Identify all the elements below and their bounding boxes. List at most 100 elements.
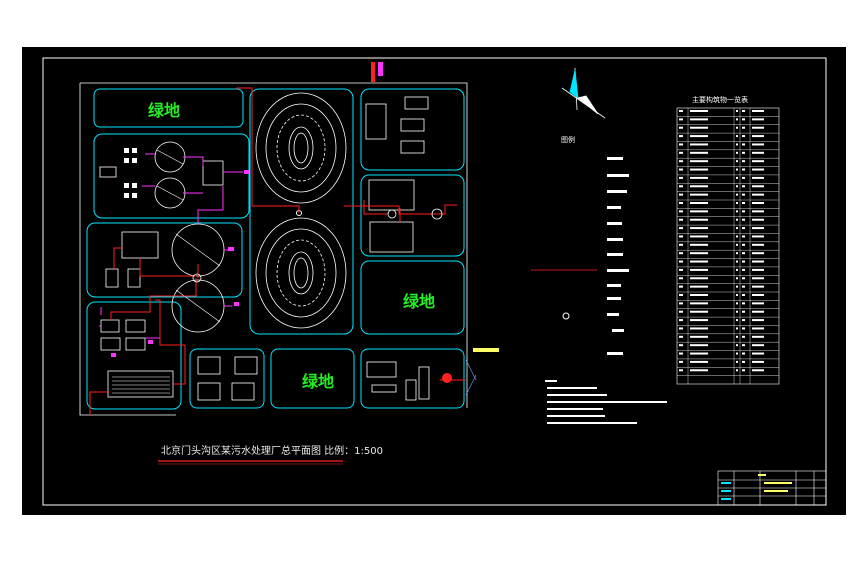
green-area-bottom [270,348,355,409]
table-cell-text-mark [736,235,738,238]
table-cell-text-mark [752,235,764,238]
green-area-label-2: 绿地 [403,292,435,311]
valve-well-2 [387,209,397,219]
drawing-title: 北京门头沟区某污水处理厂总平面图 比例：1:500 [161,444,383,457]
table-cell-text-mark [736,360,738,363]
table-cell-text-mark [736,193,738,196]
table-cell-text-mark [690,202,708,204]
table-cell-text-mark [742,160,745,163]
table-cell-text-mark [690,235,708,238]
table-cell-text-mark [679,294,683,296]
table-cell-text-mark [679,126,683,129]
site-boundary [79,82,468,416]
table-cell-text-mark [752,344,764,347]
zone-blower [360,174,465,257]
table-cell-text-mark [679,252,683,255]
table-cell-text-mark [736,319,738,322]
table-cell-text-mark [742,252,745,255]
table-cell-text-mark [752,268,764,271]
power-distribution-room [369,221,414,253]
table-cell-text-mark [679,310,683,313]
table-cell-text-mark [690,335,708,338]
table-cell-text-mark [752,327,764,330]
table-cell-text-mark [736,268,738,271]
table-cell-text-mark [679,118,683,121]
table-cell-text-mark [690,185,708,188]
lab-building [365,103,387,140]
north-arrow-icon [561,67,606,119]
table-cell-text-mark [679,110,683,112]
sludge-equipment-blocks [124,148,137,198]
gate-post-1 [405,379,417,401]
green-area-right [360,260,465,335]
table-cell-text-mark [742,227,745,230]
structures-table [676,107,780,385]
table-cell-text-mark [690,151,708,154]
table-cell-text-mark [736,160,738,163]
table-cell-text-mark [752,135,764,138]
table-cell-text-mark [679,243,683,246]
table-cell-text-mark [742,277,745,280]
green-area-top-left [93,88,244,128]
table-cell-text-mark [736,344,738,347]
garage [197,382,221,401]
table-cell-text-mark [736,202,738,204]
table-cell-text-mark [752,193,764,196]
table-cell-text-mark [679,176,683,179]
table-cell-text-mark [742,151,745,154]
structures-table-frame [676,107,780,385]
table-cell-text-mark [752,243,764,246]
table-cell-text-mark [752,218,764,221]
table-cell-text-mark [690,160,708,163]
table-cell-text-mark [742,268,745,271]
pump-house [125,319,146,333]
inlet-well [125,337,146,351]
table-cell-text-mark [742,352,745,355]
table-cell-text-mark [690,143,708,146]
table-cell-text-mark [690,252,708,255]
table-cell-text-mark [690,227,708,230]
inlet-annotation [371,62,383,82]
table-cell-text-mark [742,110,745,112]
table-cell-text-mark [736,168,738,171]
table-cell-text-mark [690,344,708,347]
table-cell-text-mark [752,252,764,255]
table-cell-text-mark [690,193,708,196]
table-cell-text-mark [742,327,745,330]
table-cell-text-mark [690,302,708,305]
table-cell-text-mark [679,260,683,263]
table-cell-text-mark [679,185,683,188]
table-cell-text-mark [752,126,764,129]
green-area-label-3: 绿地 [302,372,334,391]
table-cell-text-mark [752,110,764,112]
building-small-2 [127,268,141,288]
table-cell-text-mark [679,193,683,196]
table-cell-text-mark [679,327,683,330]
table-cell-text-mark [736,135,738,138]
table-cell-text-mark [742,176,745,179]
repair-shop [231,382,255,401]
table-cell-text-mark [736,176,738,179]
oxidation-ditch-2 [255,217,347,329]
table-cell-text-mark [736,110,738,112]
table-cell-text-mark [679,277,683,280]
table-cell-text-mark [690,285,708,288]
table-cell-text-mark [752,335,764,338]
table-cell-text-mark [736,310,738,313]
table-cell-text-mark [690,310,708,313]
table-cell-text-mark [736,352,738,355]
table-cell-text-mark [752,227,764,230]
structures-table-heading: 主要构筑物一览表 [692,95,748,104]
table-cell-text-mark [679,151,683,154]
table-cell-text-mark [742,260,745,263]
gate-house-small [371,384,397,393]
table-cell-text-mark [742,369,745,372]
table-cell-text-mark [742,218,745,221]
table-cell-text-mark [742,285,745,288]
table-cell-text-mark [752,360,764,363]
table-cell-text-mark [736,327,738,330]
table-cell-text-mark [752,319,764,322]
green-area-label-1: 绿地 [148,101,180,120]
table-cell-text-mark [679,143,683,146]
